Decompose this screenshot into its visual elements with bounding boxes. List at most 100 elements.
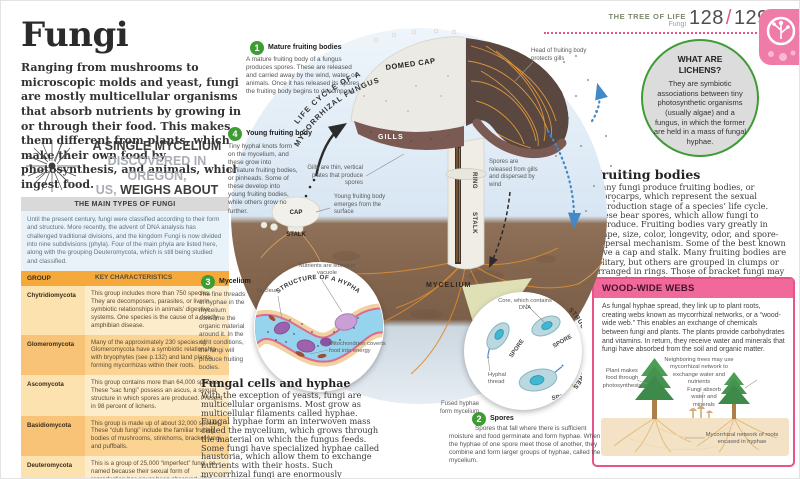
step-3-body: The fine threads of hyphae in the myceli… bbox=[199, 291, 246, 371]
tree-2 bbox=[718, 372, 750, 419]
page-left: 128 bbox=[689, 7, 724, 29]
intro-paragraph: Ranging from mushrooms to microscopic mo… bbox=[21, 61, 242, 191]
wood-wide-webs-box: WOOD-WIDE WEBS As fungal hyphae spread, … bbox=[592, 277, 795, 467]
col-group: GROUP bbox=[27, 275, 51, 283]
fused-hyphae-label: Fused hyphae form mycelium bbox=[439, 401, 479, 415]
webs-leaders bbox=[636, 379, 758, 439]
cap-pinheads bbox=[373, 28, 457, 43]
growth-arrow bbox=[314, 123, 348, 177]
cells-section-title: Fungal cells and hyphae bbox=[201, 377, 351, 390]
soil-band bbox=[601, 418, 789, 456]
fact-line-1: A SINGLE MYCELIUM bbox=[92, 139, 222, 153]
ring-label: RING bbox=[471, 172, 477, 189]
leader-lines bbox=[315, 61, 534, 213]
step-2-number: 2 bbox=[472, 412, 486, 426]
gill-dots bbox=[370, 131, 449, 142]
fungi-absorb-label: Fungi absorb water and minerals bbox=[687, 387, 721, 408]
cycle-arrows bbox=[304, 82, 608, 269]
spores: SPORE SPORE SPORE bbox=[486, 315, 573, 402]
step-2-title: Spores bbox=[490, 415, 514, 422]
cut-gill-arc bbox=[472, 118, 567, 158]
mycorrhizal-network-label: Mycorrhizal network of roots encased in … bbox=[705, 432, 779, 446]
group-chars: This group contains more than 64,000 spe… bbox=[85, 375, 229, 416]
step-4-body: Tiny hyphal knots form on the mycelium, … bbox=[228, 143, 298, 215]
fact-line-3: US, WEIGHS ABOUT bbox=[81, 183, 233, 198]
hypha-tube bbox=[255, 303, 383, 367]
group-chars: Many of the approximately 230 species of… bbox=[85, 334, 229, 376]
gills-thin-label: Gills are thin, vertical plates that pro… bbox=[307, 165, 363, 187]
spore-label: SPORE bbox=[551, 392, 573, 402]
fruiting-bodies-title: Fruiting bodies bbox=[593, 167, 701, 182]
webs-illustration bbox=[601, 358, 789, 456]
webs-title: WOOD-WIDE WEBS bbox=[594, 279, 793, 298]
lichens-title: WHAT ARE LICHENS? bbox=[677, 54, 723, 75]
group-name: Chytridiomycota bbox=[21, 286, 85, 335]
vacuole bbox=[334, 313, 358, 331]
step-1-number: 1 bbox=[250, 41, 264, 55]
fungi-types-table: THE MAIN TYPES OF FUNGI Until the presen… bbox=[21, 197, 229, 478]
page-numbers: 128/129 bbox=[689, 7, 768, 30]
spores-released-label: Spores are released from gills and dispe… bbox=[489, 159, 538, 189]
col-characteristics: KEY CHARACTERISTICS bbox=[95, 274, 173, 282]
hypha-illustration: STRUCTURE OF A HYPHA bbox=[255, 274, 383, 367]
spore-label: SPORE bbox=[509, 338, 526, 359]
plant-icon bbox=[766, 16, 796, 61]
hypha-inset: STRUCTURE OF A HYPHA bbox=[254, 262, 384, 392]
mushroom: GILLS DOMED CAP RING STALK bbox=[350, 28, 569, 270]
tree-1 bbox=[635, 358, 674, 419]
dispersal-arrow bbox=[546, 129, 582, 230]
table-intro: Until the present century, fungi were cl… bbox=[21, 211, 229, 272]
spore-3 bbox=[518, 364, 564, 392]
fact-line-3b: WEIGHS ABOUT bbox=[116, 183, 219, 198]
step-4-title: Young fruiting body bbox=[246, 130, 312, 137]
hypha-leaders bbox=[277, 279, 343, 355]
fact-line-3a: US, bbox=[95, 183, 117, 198]
page-slash: / bbox=[725, 7, 732, 29]
book-title: THE TREE OF LIFE bbox=[608, 12, 686, 21]
mitochondrion-label: Mitochondrion coverts food into energy bbox=[329, 341, 386, 355]
cytoplasm-dots bbox=[267, 317, 359, 347]
nucleus-organelle bbox=[273, 321, 291, 335]
stalk-shape bbox=[447, 137, 485, 270]
mycelium-starburst-icon bbox=[26, 140, 78, 192]
fruiting-bodies-body: Many fungi produce fruiting bodies, or s… bbox=[593, 182, 793, 304]
spore-fall-arrow bbox=[489, 191, 511, 269]
header-dotted-rule bbox=[544, 32, 757, 34]
young-fruiting-body: CAP STALK bbox=[260, 196, 321, 238]
young-emerges-label: Young fruiting body emerges from the sur… bbox=[334, 194, 386, 216]
wind-arrow bbox=[590, 82, 608, 123]
cap-hyphae-threads bbox=[467, 45, 557, 149]
group-name: Deuteromycota bbox=[21, 456, 85, 478]
chapter-tab-icon bbox=[759, 9, 799, 65]
gill-band bbox=[354, 121, 464, 150]
group-chars: This group includes more than 750 specie… bbox=[85, 286, 229, 335]
cap-small-label: CAP bbox=[290, 210, 303, 216]
spore-2 bbox=[531, 315, 561, 337]
step-4-number: 4 bbox=[228, 127, 242, 141]
table-header-row: GROUP KEY CHARACTERISTICS bbox=[21, 271, 229, 287]
core-label: Core, which contains DNA bbox=[498, 298, 552, 312]
hyphal-thread-label: Hyphal thread bbox=[488, 372, 507, 386]
group-name: Glomeromycota bbox=[21, 334, 85, 376]
neighboring-trees-label: Neighboring trees may use mycorrhizal ne… bbox=[664, 357, 734, 386]
stalk-small-label: STALK bbox=[286, 232, 306, 238]
group-chars: This is a group of 25,000 “imperfect” fu… bbox=[85, 456, 229, 478]
cap-flecks bbox=[363, 60, 449, 112]
nucleus-label: Nucleus bbox=[257, 288, 278, 294]
step-3-number: 3 bbox=[201, 275, 215, 289]
starburst-lines bbox=[26, 140, 78, 192]
vacuole-label: Nutrients are stored in vacuole bbox=[298, 263, 356, 277]
mycelium-label: MYCELIUM bbox=[426, 282, 471, 289]
group-name: Ascomycota bbox=[21, 375, 85, 416]
webs-body: As fungal hyphae spread, they link up to… bbox=[602, 303, 785, 354]
fact-line-2: DISCOVERED IN OREGON, bbox=[107, 153, 207, 183]
step-1-body: A mature fruiting body of a fungus produ… bbox=[246, 56, 362, 96]
stalk-label: STALK bbox=[471, 212, 477, 234]
group-chars: This group is made up of about 32,000 sp… bbox=[85, 415, 229, 457]
